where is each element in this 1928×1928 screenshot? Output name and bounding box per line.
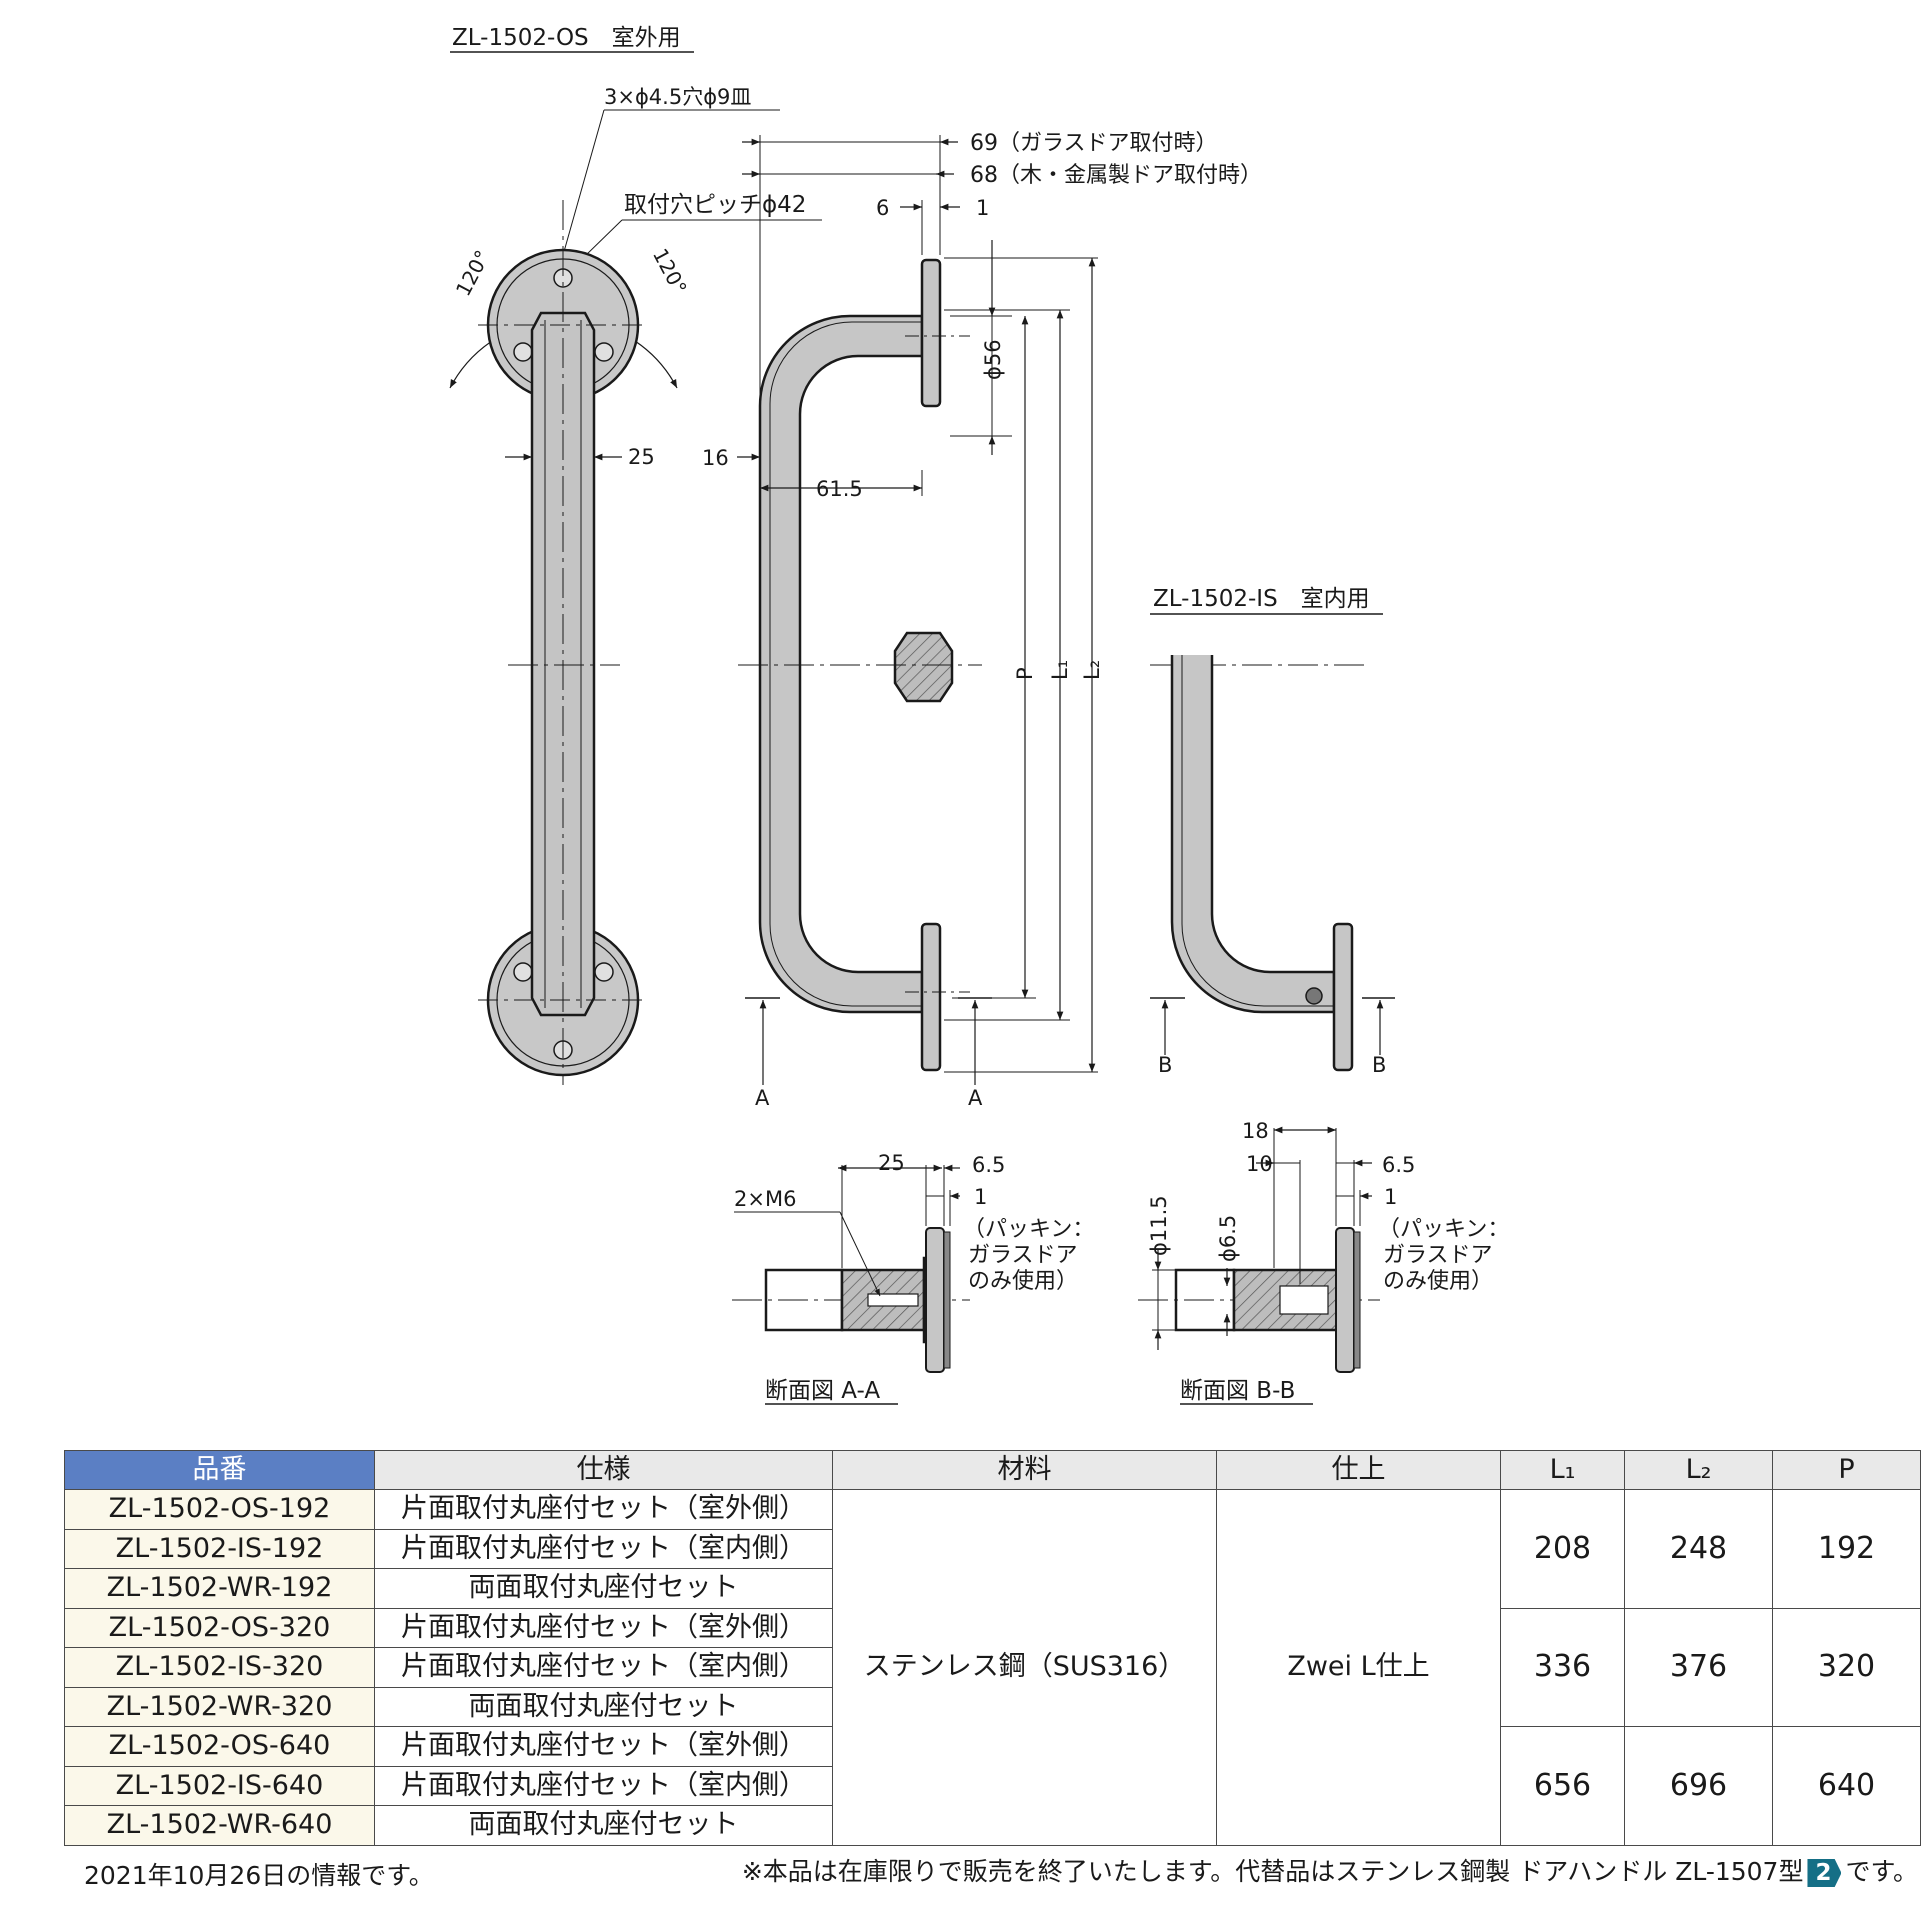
part-number: ZL-1502-WR-640 [64,1805,375,1846]
table-row: ZL-1502-IS-320 片面取付丸座付セット（室内側） [64,1647,1921,1688]
dim-68-label: 68（木・金属製ドア取付時） [970,163,1262,188]
header-part-number: 品番 [64,1450,375,1490]
table-row: ZL-1502-WR-640 両面取付丸座付セット [64,1805,1921,1846]
spec: 片面取付丸座付セット（室内側） [374,1647,833,1688]
table-row: ZL-1502-OS-192 片面取付丸座付セット（室外側） ステンレス鋼（SU… [64,1489,1921,1846]
spec: 片面取付丸座付セット（室内側） [374,1765,833,1806]
l2-value: 696 [1624,1726,1773,1846]
material: ステンレス鋼（SUS316） [832,1489,1217,1846]
technical-drawing: ZL-1502-OS 室外用 3×ϕ4.5穴ϕ9皿 取付穴ピッチϕ42 120°… [449,25,1509,1405]
dim-l1-label: L₁ [1048,660,1072,680]
section-b-left: B [1158,1053,1172,1077]
side-view: 69（ガラスドア取付時） 68（木・金属製ドア取付時） 6 1 ϕ56 16 6… [702,131,1262,1110]
aa-dim-1: 1 [974,1185,987,1209]
aa-dim-65: 6.5 [972,1153,1005,1177]
header-finish: 仕上 [1216,1450,1501,1490]
bb-note-1: （パッキン： [1378,1217,1509,1242]
section-a-left: A [755,1086,770,1110]
dim-l2-label: L₂ [1080,660,1104,680]
table-row: ZL-1502-WR-192 両面取付丸座付セット [64,1568,1921,1609]
section-bb: 18 10 6.5 1 ϕ11.5 ϕ6.5 （パッキン： ガラスドア のみ使用… [1138,1119,1509,1405]
part-number: ZL-1502-WR-320 [64,1686,375,1727]
angle-right-label: 120° [648,244,692,298]
p-value: 320 [1772,1607,1921,1727]
os-title: ZL-1502-OS 室外用 [452,25,681,51]
dim-56-label: ϕ56 [981,339,1005,380]
dim-6-label: 6 [876,196,889,220]
bb-dim-1: 1 [1384,1185,1397,1209]
bb-dim-18: 18 [1242,1119,1269,1143]
aa-m6-label: 2×M6 [734,1187,796,1211]
part-number: ZL-1502-OS-192 [64,1489,375,1530]
is-title: ZL-1502-IS 室内用 [1153,586,1370,612]
spec: 片面取付丸座付セット（室内側） [374,1528,833,1569]
table-row: ZL-1502-IS-640 片面取付丸座付セット（室内側） [64,1765,1921,1806]
table-row: ZL-1502-OS-320 片面取付丸座付セット（室外側） 336 376 3… [64,1607,1921,1727]
notice-suffix: です。 [1845,1857,1918,1886]
l2-value: 376 [1624,1607,1773,1727]
p-value: 640 [1772,1726,1921,1846]
l2-value: 248 [1624,1489,1773,1609]
finish: Zwei L仕上 [1216,1489,1501,1846]
bb-dim-115: ϕ11.5 [1147,1195,1171,1256]
table-header-row: 品番 仕様 材料 仕上 L₁ L₂ P [64,1450,1921,1490]
part-number: ZL-1502-IS-320 [64,1647,375,1688]
spec-table: 品番 仕様 材料 仕上 L₁ L₂ P ZL-1502-OS-192 片面取付丸… [64,1450,1921,1846]
bb-dim-10: 10 [1246,1152,1273,1176]
page-badge[interactable]: 2 [1807,1859,1842,1887]
aa-title: 断面図 A-A [765,1378,880,1404]
aa-note-3: のみ使用） [968,1269,1078,1294]
spec: 両面取付丸座付セット [374,1686,833,1727]
is-side-view: ZL-1502-IS 室内用 B B [1150,586,1395,1077]
angle-left-label: 120° [451,246,495,300]
date-note: 2021年10月26日の情報です。 [84,1861,434,1890]
discontinued-notice: ※本品は在庫限りで販売を終了いたします。代替品はステンレス鋼製 ドアハンドル Z… [742,1852,1918,1888]
section-a-right: A [968,1086,983,1110]
header-l1: L₁ [1500,1450,1625,1490]
section-b-right: B [1372,1053,1386,1077]
bb-note-2: ガラスドア [1383,1243,1493,1268]
section-aa: 25 6.5 1 2×M6 （パッキン： ガラスドア のみ使用） 断面図 A-A [732,1151,1094,1405]
width-dim-label: 25 [628,445,655,469]
bb-note-3: のみ使用） [1383,1269,1493,1294]
dim-69-label: 69（ガラスドア取付時） [970,131,1218,156]
pitch-label: 取付穴ピッチϕ42 [624,192,806,218]
part-number: ZL-1502-OS-640 [64,1726,375,1767]
table-row: ZL-1502-OS-640 片面取付丸座付セット（室外側） 656 696 6… [64,1726,1921,1846]
dim-615-label: 61.5 [816,477,863,501]
header-spec: 仕様 [374,1450,833,1490]
spec: 片面取付丸座付セット（室外側） [374,1607,833,1648]
l1-value: 656 [1500,1726,1625,1846]
os-front-view: ZL-1502-OS 室外用 3×ϕ4.5穴ϕ9皿 取付穴ピッチϕ42 120°… [449,25,822,1085]
part-number: ZL-1502-OS-320 [64,1607,375,1648]
dim-16-label: 16 [702,446,729,470]
spec: 片面取付丸座付セット（室外側） [374,1489,833,1530]
bb-dim-65: 6.5 [1382,1153,1415,1177]
header-l2: L₂ [1624,1450,1773,1490]
dim-p-label: P [1013,667,1037,680]
bb-title: 断面図 B-B [1180,1378,1295,1404]
header-p: P [1772,1450,1921,1490]
aa-note-1: （パッキン： [963,1217,1094,1242]
spec: 両面取付丸座付セット [374,1568,833,1609]
aa-note-2: ガラスドア [968,1243,1078,1268]
spec: 両面取付丸座付セット [374,1805,833,1846]
bb-dim-65d: ϕ6.5 [1216,1215,1240,1262]
header-material: 材料 [832,1450,1217,1490]
part-number: ZL-1502-IS-640 [64,1765,375,1806]
part-number: ZL-1502-IS-192 [64,1528,375,1569]
holes-label: 3×ϕ4.5穴ϕ9皿 [604,85,751,109]
dim-1-label: 1 [976,196,989,220]
l1-value: 208 [1500,1489,1625,1609]
l1-value: 336 [1500,1607,1625,1727]
part-number: ZL-1502-WR-192 [64,1568,375,1609]
notice-text: ※本品は在庫限りで販売を終了いたします。代替品はステンレス鋼製 ドアハンドル Z… [741,1857,1804,1886]
aa-dim-25: 25 [878,1151,905,1175]
p-value: 192 [1772,1489,1921,1609]
spec: 片面取付丸座付セット（室外側） [374,1726,833,1767]
